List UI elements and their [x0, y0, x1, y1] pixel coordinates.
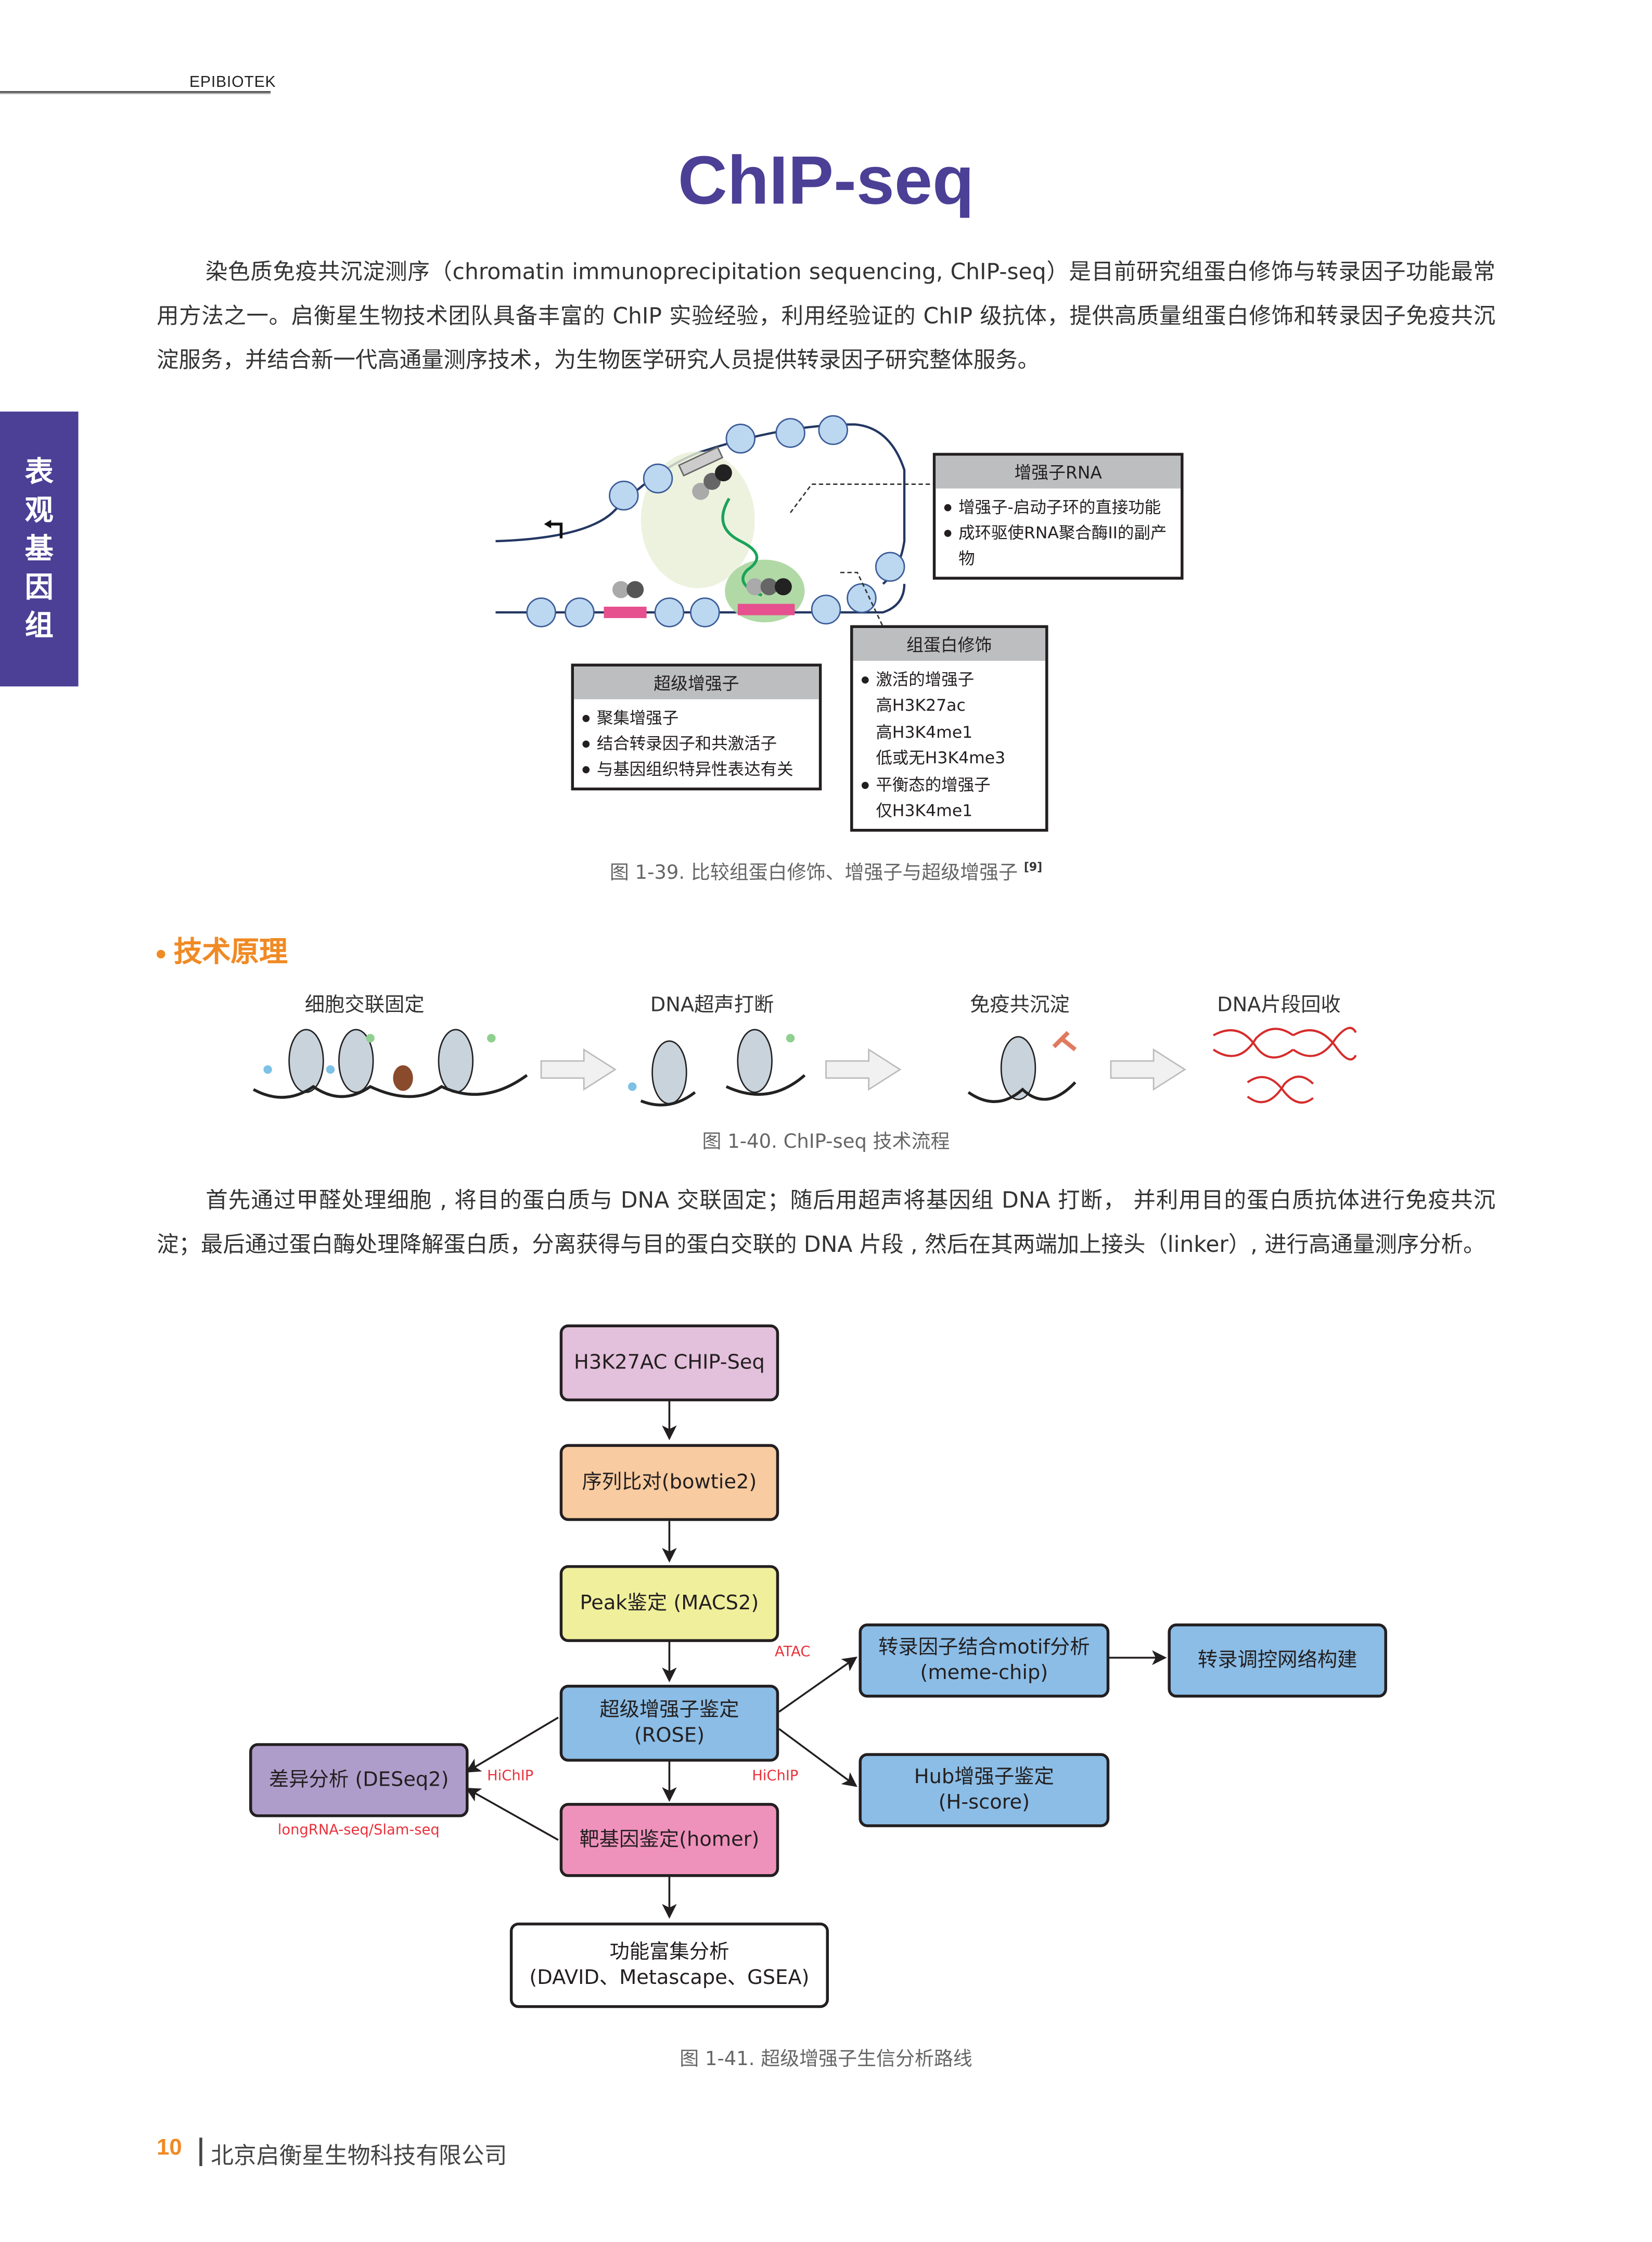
flow-node-motif-analysis: 转录因子结合motif分析 (meme-chip): [859, 1623, 1110, 1698]
citation-ref: [9]: [1023, 861, 1043, 874]
node-label: (DAVID、Metascape、GSEA): [529, 1966, 810, 1990]
enhancer-loop-illustration: [495, 415, 940, 627]
dna-fragments: [1212, 1027, 1357, 1104]
node-label: 靶基因鉴定(homer): [579, 1828, 760, 1852]
callout-title: 组蛋白修饰: [853, 628, 1046, 661]
chip-workflow-illustration: [252, 1027, 1357, 1107]
flow-node-target-gene: 靶基因鉴定(homer): [559, 1803, 779, 1877]
callout-item: 结合转录因子和共激活子: [582, 731, 811, 756]
process-paragraph: 首先通过甲醛处理细胞 , 将目的蛋白质与 DNA 交联固定；随后用超声将基因组 …: [157, 1179, 1495, 1267]
callout-enhancer-rna: 增强子RNA 增强子-启动子环的直接功能 成环驱使RNA聚合酶II的副产物: [932, 453, 1184, 580]
sheared-nucleosomes: [628, 1029, 806, 1107]
flow-node-regulatory-network: 转录调控网络构建: [1168, 1623, 1387, 1698]
callout-title: 增强子RNA: [936, 455, 1181, 489]
enhancer-element: [737, 604, 795, 616]
tss-arrow-icon: [547, 522, 563, 539]
side-tab-char: 组: [24, 608, 54, 643]
node-label: 超级增强子鉴定: [599, 1699, 739, 1722]
flow-node-super-enhancer: 超级增强子鉴定(ROSE): [559, 1684, 779, 1762]
callout-leader: [840, 571, 884, 627]
enhancer-element: [604, 607, 647, 618]
callout-item: 激活的增强子: [861, 667, 1036, 692]
process-text: 首先通过甲醛处理细胞 , 将目的蛋白质与 DNA 交联固定；随后用超声将基因组 …: [157, 1187, 1495, 1258]
callout-item: 与基因组织特异性表达有关: [582, 756, 811, 782]
arrow-homer-to-deseq: [465, 1788, 559, 1841]
footer-company: 北京启衡星生物科技有限公司: [211, 2142, 507, 2169]
node-label: 序列比对(bowtie2): [582, 1471, 757, 1494]
figure-caption-140: 图 1-40. ChIP-seq 技术流程: [702, 1131, 950, 1154]
arrow-right-icon: [1110, 1048, 1186, 1091]
side-tab-char: 基: [24, 531, 54, 566]
node-label: (ROSE): [634, 1724, 705, 1748]
header-rule: [0, 91, 271, 94]
cohesin-bar: [677, 446, 724, 477]
callout-item: 增强子-启动子环的直接功能: [944, 494, 1172, 520]
arrow-rose-to-hub: [778, 1728, 857, 1787]
workflow-step-label: DNA超声打断: [650, 994, 774, 1017]
flow-node-enrichment: 功能富集分析(DAVID、Metascape、GSEA): [509, 1923, 829, 2008]
figure-caption-139: 图 1-39. 比较组蛋白修饰、增强子与超级增强子 [9]: [0, 856, 1652, 885]
brand-name: EPIBIOTEK: [189, 74, 276, 92]
crosslinked-nucleosomes: [252, 1029, 528, 1099]
workflow-step-label: DNA片段回收: [1217, 994, 1341, 1017]
side-tab-char: 因: [24, 569, 54, 604]
node-label: 差异分析 (DESeq2): [268, 1769, 449, 1792]
node-label: 转录因子结合motif分析: [878, 1636, 1090, 1659]
arrow-rose-to-motif: [778, 1656, 857, 1713]
workflow-step-label: 细胞交联固定: [304, 994, 425, 1017]
node-label: 功能富集分析: [609, 1941, 729, 1964]
edge-label-longrna: longRNA-seq/Slam-seq: [277, 1823, 440, 1839]
arrow-rose-to-deseq: [465, 1716, 559, 1773]
intro-text: 染色质免疫共沉淀测序（chromatin immunoprecipitation…: [157, 259, 1495, 374]
dna-strand-lower: [495, 584, 906, 614]
side-tab-char: 表: [24, 454, 54, 489]
node-label: H3K27AC CHIP-Seq: [574, 1351, 765, 1375]
section-heading-principle: 技术原理: [157, 929, 288, 970]
arrow-right-icon: [825, 1048, 902, 1091]
section-title: 技术原理: [173, 934, 288, 969]
callout-item: 成环驱使RNA聚合酶II的副产物: [944, 520, 1172, 571]
flow-node-hub-enhancer: Hub增强子鉴定(H-score): [859, 1753, 1110, 1827]
tf-proteins: [612, 464, 792, 598]
callout-super-enhancer: 超级增强子 聚集增强子 结合转录因子和共激活子 与基因组织特异性表达有关: [571, 663, 822, 791]
callout-item: 平衡态的增强子: [861, 771, 1036, 797]
callout-title: 超级增强子: [574, 666, 819, 699]
flow-node-peak-calling: Peak鉴定 (MACS2): [559, 1565, 779, 1642]
workflow-step-label: 免疫共沉淀: [969, 994, 1070, 1017]
callout-item: 低或无H3K4me3: [876, 747, 1006, 768]
node-label: Peak鉴定 (MACS2): [580, 1592, 759, 1615]
callout-leader: [789, 483, 940, 514]
flow-node-chip-seq: H3K27AC CHIP-Seq: [559, 1324, 779, 1402]
callout-histone-modification: 组蛋白修饰 激活的增强子 高H3K27ac 高H3K4me1 低或无H3K4me…: [850, 625, 1048, 832]
node-label: Hub增强子鉴定: [914, 1766, 1054, 1789]
page-number: 10: [157, 2136, 182, 2161]
side-tab-char: 观: [24, 493, 54, 527]
flow-node-differential-analysis: 差异分析 (DESeq2): [249, 1743, 469, 1817]
callout-item: 高H3K27ac: [876, 695, 966, 715]
page-title: ChIP-seq: [677, 144, 975, 220]
intro-paragraph: 染色质免疫共沉淀测序（chromatin immunoprecipitation…: [157, 251, 1495, 383]
edge-label-hichip: HiChIP: [487, 1769, 534, 1785]
node-label: (H-score): [938, 1791, 1030, 1815]
footer-divider: [199, 2137, 202, 2167]
immunoprecipitated-nucleosome: [967, 1031, 1077, 1103]
arrow-right-icon: [540, 1048, 617, 1091]
nucleosomes-upper: [609, 415, 905, 582]
callout-item: 聚集增强子: [582, 705, 811, 731]
side-chapter-tab: 表 观 基 因 组: [0, 412, 79, 687]
callout-item: 高H3K4me1: [876, 721, 973, 741]
callout-item: 仅H3K4me1: [876, 799, 973, 820]
antibody-icon: [1052, 1031, 1077, 1052]
node-label: 转录调控网络构建: [1197, 1649, 1358, 1672]
figure-caption-141: 图 1-41. 超级增强子生信分析路线: [680, 2047, 972, 2071]
bullet-icon: [157, 949, 165, 958]
edge-label-hichip: HiChIP: [752, 1769, 799, 1785]
caption-text: 图 1-39. 比较组蛋白修饰、增强子与超级增强子: [609, 861, 1018, 885]
node-label: (meme-chip): [920, 1662, 1048, 1685]
nucleosomes-lower: [526, 583, 877, 627]
enhancer-rna-strand: [721, 497, 763, 597]
edge-label-atac: ATAC: [774, 1645, 811, 1661]
flow-node-alignment: 序列比对(bowtie2): [559, 1444, 779, 1521]
